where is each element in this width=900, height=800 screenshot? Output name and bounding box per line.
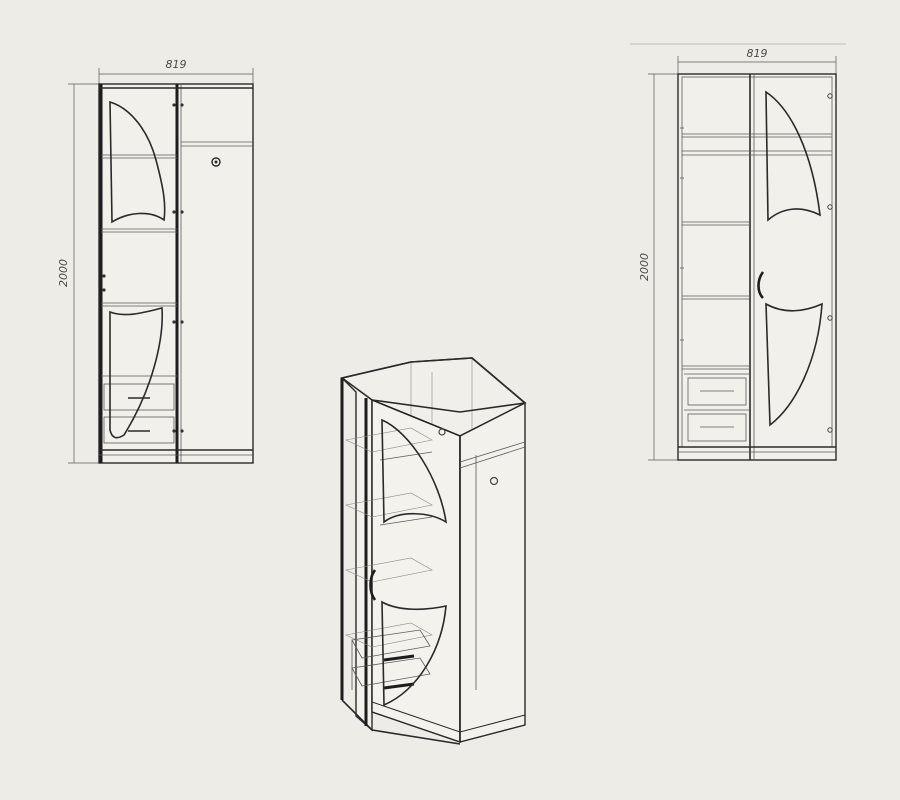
door-front-view: 819 2000 xyxy=(630,43,846,461)
height-label-right: 2000 xyxy=(638,253,651,281)
width-label-left: 819 xyxy=(166,58,187,71)
knob-icon xyxy=(211,157,221,167)
cabinet-body-right xyxy=(677,73,837,461)
hinge-marks-left xyxy=(102,103,184,433)
width-dimension-right: 819 xyxy=(630,43,846,74)
door-cutout-lower-left xyxy=(109,306,164,439)
iso-hinge-icon xyxy=(438,428,446,436)
width-dimension-left: 819 xyxy=(98,58,254,84)
drawers-right-view xyxy=(684,373,750,442)
height-label-left: 2000 xyxy=(57,259,70,287)
height-dimension-right: 2000 xyxy=(638,73,680,461)
iso-door-cutout-lower xyxy=(381,600,447,707)
isometric-view xyxy=(340,357,527,745)
iso-shelves xyxy=(345,427,433,648)
door-cutout-upper-left xyxy=(109,100,166,224)
iso-door-cutout-upper xyxy=(381,418,448,524)
iso-drawers xyxy=(351,629,431,690)
interior-front-view: 819 2000 xyxy=(57,58,254,464)
iso-right-panel xyxy=(459,401,526,743)
door-cutout-lower-right xyxy=(765,302,823,427)
iso-door-handle-icon xyxy=(369,569,377,601)
hinge-marks-right xyxy=(680,93,833,433)
iso-knob-icon xyxy=(489,476,499,486)
door-handle-icon xyxy=(757,271,765,299)
door-cutout-upper-right xyxy=(765,90,821,222)
height-dimension-left: 2000 xyxy=(57,83,100,464)
width-label-right: 819 xyxy=(747,47,768,60)
